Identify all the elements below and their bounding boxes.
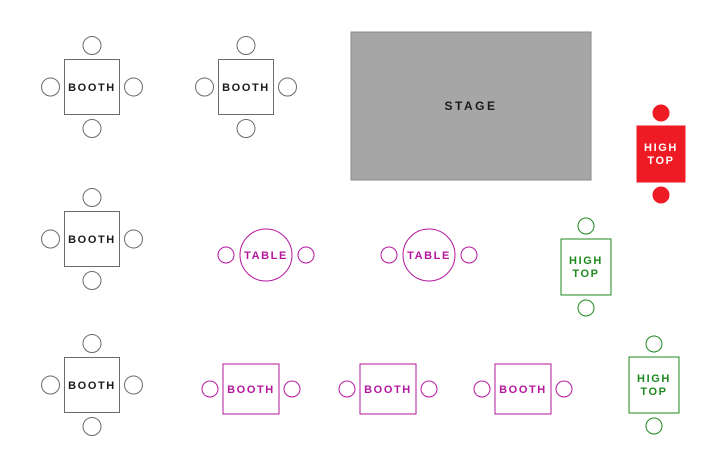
seat-top[interactable]: [577, 217, 595, 235]
seat-top[interactable]: [82, 334, 102, 353]
seat-left[interactable]: [195, 77, 214, 97]
seat-left[interactable]: [201, 380, 219, 398]
booth-label: BOOTH: [222, 82, 270, 94]
seat-top[interactable]: [82, 36, 102, 55]
seat-left[interactable]: [41, 77, 60, 97]
seat-bottom[interactable]: [577, 299, 595, 317]
seat-left[interactable]: [380, 246, 398, 264]
booth-4[interactable]: BOOTH: [41, 334, 143, 436]
high-top-label: TOP: [572, 268, 599, 280]
seat-left[interactable]: [217, 246, 235, 264]
seat-bottom[interactable]: [236, 119, 256, 138]
seat-bottom[interactable]: [82, 417, 102, 436]
booth-table[interactable]: [218, 59, 274, 115]
seat-left[interactable]: [473, 380, 491, 398]
booth-3[interactable]: BOOTH: [41, 188, 143, 290]
table-2[interactable]: TABLE: [380, 228, 478, 282]
high-top-table[interactable]: [628, 356, 680, 414]
booth-table[interactable]: [222, 363, 280, 415]
seat-right[interactable]: [555, 380, 573, 398]
booth-label: BOOTH: [68, 234, 116, 246]
round-table[interactable]: [402, 228, 456, 282]
seat-right[interactable]: [283, 380, 301, 398]
booth-table[interactable]: [359, 363, 417, 415]
seat-top[interactable]: [652, 104, 670, 122]
booth-6[interactable]: BOOTH: [338, 363, 438, 415]
high-top-label: HIGH: [637, 373, 671, 385]
high-top-table[interactable]: [560, 238, 612, 296]
seat-top[interactable]: [236, 36, 256, 55]
seat-right[interactable]: [278, 77, 297, 97]
seat-bottom[interactable]: [652, 186, 670, 204]
booth-label: BOOTH: [499, 384, 547, 396]
stage-label: STAGE: [445, 99, 498, 113]
high-top-table[interactable]: [636, 125, 686, 183]
seat-bottom[interactable]: [82, 271, 102, 290]
booth-1[interactable]: BOOTH: [41, 36, 143, 138]
seat-right[interactable]: [420, 380, 438, 398]
booth-label: BOOTH: [227, 384, 275, 396]
seat-right[interactable]: [124, 375, 143, 395]
high-top-label: HIGH: [569, 255, 603, 267]
seat-left[interactable]: [41, 229, 60, 249]
booth-2[interactable]: BOOTH: [195, 36, 297, 138]
table-label: TABLE: [244, 250, 288, 262]
seat-left[interactable]: [41, 375, 60, 395]
seat-left[interactable]: [338, 380, 356, 398]
stage: STAGE: [350, 31, 592, 181]
booth-label: BOOTH: [68, 82, 116, 94]
booth-label: BOOTH: [364, 384, 412, 396]
seat-bottom[interactable]: [82, 119, 102, 138]
seat-right[interactable]: [297, 246, 315, 264]
seat-right[interactable]: [124, 77, 143, 97]
seat-bottom[interactable]: [645, 417, 663, 435]
booth-table[interactable]: [494, 363, 552, 415]
booth-table[interactable]: [64, 59, 120, 115]
seat-top[interactable]: [82, 188, 102, 207]
seat-right[interactable]: [460, 246, 478, 264]
booth-label: BOOTH: [68, 380, 116, 392]
table-1[interactable]: TABLE: [217, 228, 315, 282]
stage-area: [350, 31, 592, 181]
seat-right[interactable]: [124, 229, 143, 249]
round-table[interactable]: [239, 228, 293, 282]
seat-top[interactable]: [645, 335, 663, 353]
booth-7[interactable]: BOOTH: [473, 363, 573, 415]
high-top-label: TOP: [647, 155, 674, 167]
booth-table[interactable]: [64, 357, 120, 413]
high-top-label: TOP: [640, 386, 667, 398]
booth-table[interactable]: [64, 211, 120, 267]
table-label: TABLE: [407, 250, 451, 262]
booth-5[interactable]: BOOTH: [201, 363, 301, 415]
high-top-label: HIGH: [644, 142, 678, 154]
